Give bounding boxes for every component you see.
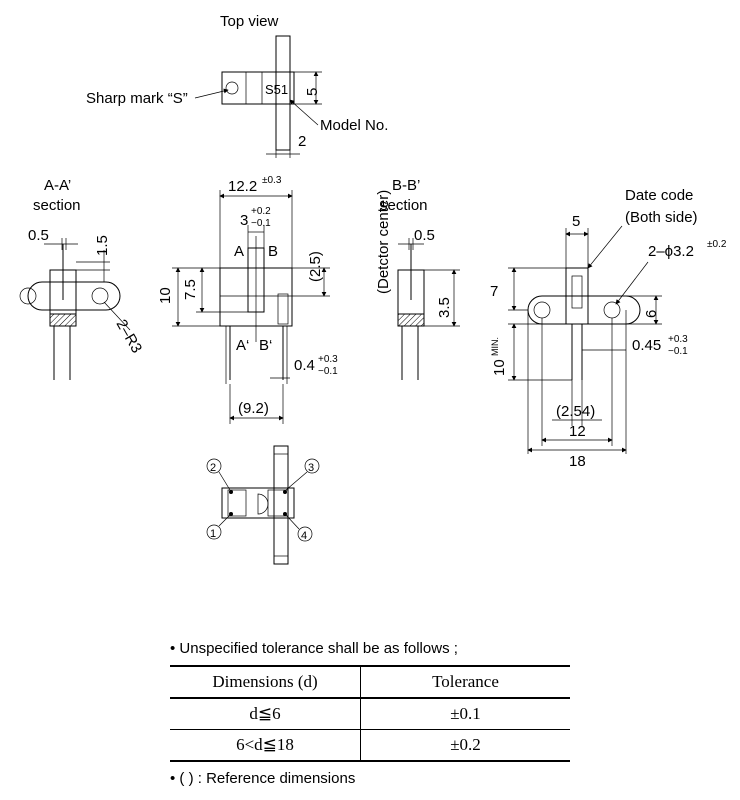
- top-view: Top view S51 Sharp mark “S” Model No. 5 …: [86, 13, 388, 158]
- side-lead-len-sup: MIN.: [490, 337, 500, 356]
- model-no-label: Model No.: [320, 117, 388, 134]
- pin2-label: 2: [210, 462, 216, 474]
- top-view-title: Top view: [220, 13, 279, 30]
- tolerance-table: Dimensions (d) Tolerance d≦6 ±0.1 6<d≦18…: [170, 665, 570, 762]
- side-total: 18: [569, 453, 586, 470]
- section-aa-title: A-A’: [44, 177, 71, 194]
- top-dim-height: 5: [304, 88, 321, 96]
- row2-dimension: 6<d≦18: [170, 729, 361, 762]
- side-lead-len: 10: [491, 359, 508, 376]
- row1-dimension: d≦6: [170, 698, 361, 730]
- section-aa-subtitle: section: [33, 197, 81, 214]
- row1-tolerance: ±0.1: [360, 698, 570, 730]
- label-a2: A‘: [236, 337, 249, 354]
- row2-tolerance: ±0.2: [360, 729, 570, 762]
- pin3-label: 3: [308, 462, 314, 474]
- section-bb-title: B-B’: [392, 177, 420, 194]
- side-dim-6: 6: [643, 310, 660, 318]
- front-view: 12.2 ±0.3 3 +0.2 −0.1 A B (2.5) (Detctor…: [157, 175, 392, 424]
- tolerance-note: • Unspecified tolerance shall be as foll…: [170, 640, 458, 657]
- front-height: 10: [157, 287, 174, 304]
- front-center-dim: (2.5): [307, 251, 324, 282]
- sharp-mark-label: Sharp mark “S”: [86, 90, 188, 107]
- dimension-drawing: Top view S51 Sharp mark “S” Model No. 5 …: [19, 13, 727, 565]
- bottom-view: 2 3 1 4: [206, 445, 320, 565]
- side-hole-tol: ±0.2: [707, 239, 727, 250]
- table-header-row: Dimensions (d) Tolerance: [170, 665, 570, 699]
- side-dim-top: 5: [572, 213, 580, 230]
- front-pin-dim: 0.4: [294, 357, 315, 374]
- date-code-label: Date code: [625, 187, 693, 204]
- front-gap-tol-minus: −0.1: [251, 218, 271, 229]
- aa-dim-b: 1.5: [94, 235, 111, 256]
- front-width-tol: ±0.3: [262, 175, 282, 186]
- section-bb-subtitle: section: [380, 197, 428, 214]
- pin1-label: 1: [210, 528, 216, 540]
- bb-dim-b: 3.5: [436, 297, 453, 318]
- bb-dim-a: 0.5: [414, 227, 435, 244]
- side-pitch: (2.54): [556, 403, 595, 420]
- front-width: 12.2: [228, 178, 257, 195]
- aa-radius: 2–R3: [113, 317, 146, 357]
- front-depth: 7.5: [182, 279, 199, 300]
- front-pin-tol-plus: +0.3: [318, 354, 338, 365]
- front-pitch: (9.2): [238, 400, 269, 417]
- detector-center-label: (Detctor center): [375, 190, 392, 294]
- side-hole: 2–ϕ3.2: [648, 243, 694, 260]
- side-span: 12: [569, 423, 586, 440]
- section-aa: A-A’ section 0.5 1.5 2–R3: [19, 177, 146, 380]
- header-tolerance: Tolerance: [360, 665, 570, 699]
- section-bb: B-B’ section 0.5 3.5: [380, 177, 460, 380]
- side-lead-tol-plus: +0.3: [668, 334, 688, 345]
- side-view: Date code (Both side) 5 2–ϕ3.2 ±0.2 7 6 …: [490, 187, 727, 470]
- label-b: B: [268, 243, 278, 260]
- date-code-sub: (Both side): [625, 209, 698, 226]
- label-a: A: [234, 243, 244, 260]
- side-lead-dim: 0.45: [632, 337, 661, 354]
- header-dimensions: Dimensions (d): [170, 665, 361, 699]
- pin4-label: 4: [301, 530, 307, 542]
- label-b2: B‘: [259, 337, 272, 354]
- front-gap: 3: [240, 212, 248, 229]
- front-gap-tol-plus: +0.2: [251, 206, 271, 217]
- aa-dim-a: 0.5: [28, 227, 49, 244]
- table-row: 6<d≦18 ±0.2: [170, 729, 570, 762]
- front-pin-tol-minus: −0.1: [318, 366, 338, 377]
- top-dim-width: 2: [298, 133, 306, 150]
- side-lead-tol-minus: −0.1: [668, 346, 688, 357]
- side-dim-7: 7: [490, 283, 498, 300]
- reference-note: • ( ) : Reference dimensions: [170, 770, 356, 787]
- model-marking: S51: [265, 82, 288, 97]
- table-row: d≦6 ±0.1: [170, 698, 570, 730]
